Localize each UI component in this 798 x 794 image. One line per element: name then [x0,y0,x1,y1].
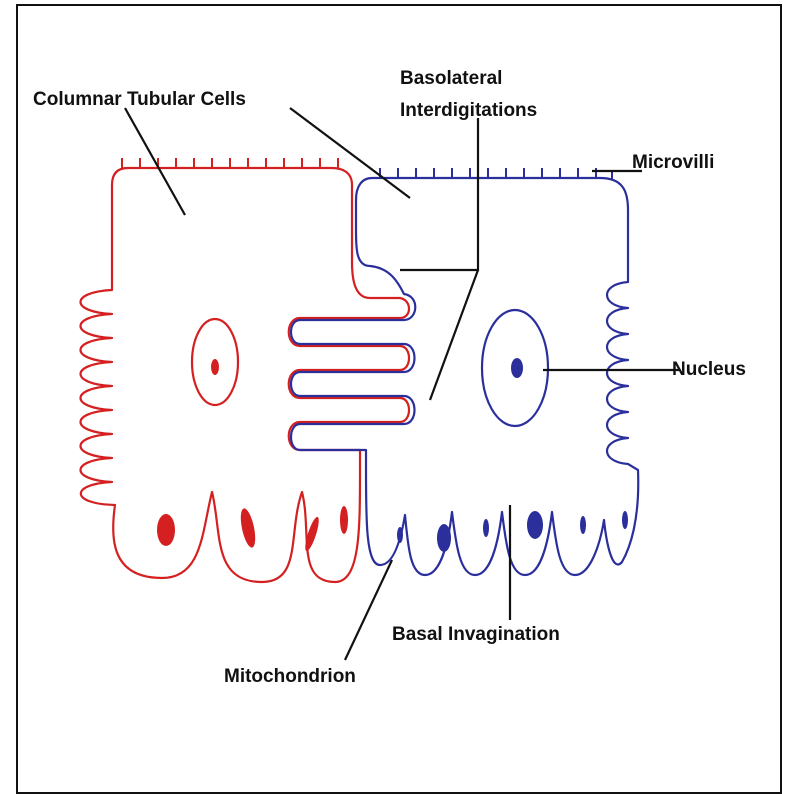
basolateral-leader [400,118,478,270]
label-microvilli: Microvilli [632,152,714,173]
label-mitochondrion: Mitochondrion [224,666,356,687]
columnar-leader [290,108,410,198]
left-mitochondrion [340,506,348,534]
left-mitochondrion [238,507,258,549]
leader-lines [125,108,680,660]
left-mitochondrion [157,514,175,546]
basolateral-leader [430,270,478,400]
label-basolateral: Basolateral [400,68,502,89]
left-nucleolus [211,359,219,375]
right-mitochondrion [483,519,489,537]
right-mitochondrion [527,511,543,539]
label-columnar-tubular-cells: Columnar Tubular Cells [33,89,246,110]
left-columnar-cell [81,158,410,582]
right-nucleolus [511,358,523,378]
label-basal-invagination: Basal Invagination [392,624,560,645]
label-interdigitations: Interdigitations [400,100,537,121]
right-mitochondrion [437,524,451,552]
right-mitochondrion [622,511,628,529]
mitochondrion-leader [345,560,392,660]
label-nucleus: Nucleus [672,359,746,380]
right-mitochondrion [580,516,586,534]
right-mitochondrion [397,527,403,543]
